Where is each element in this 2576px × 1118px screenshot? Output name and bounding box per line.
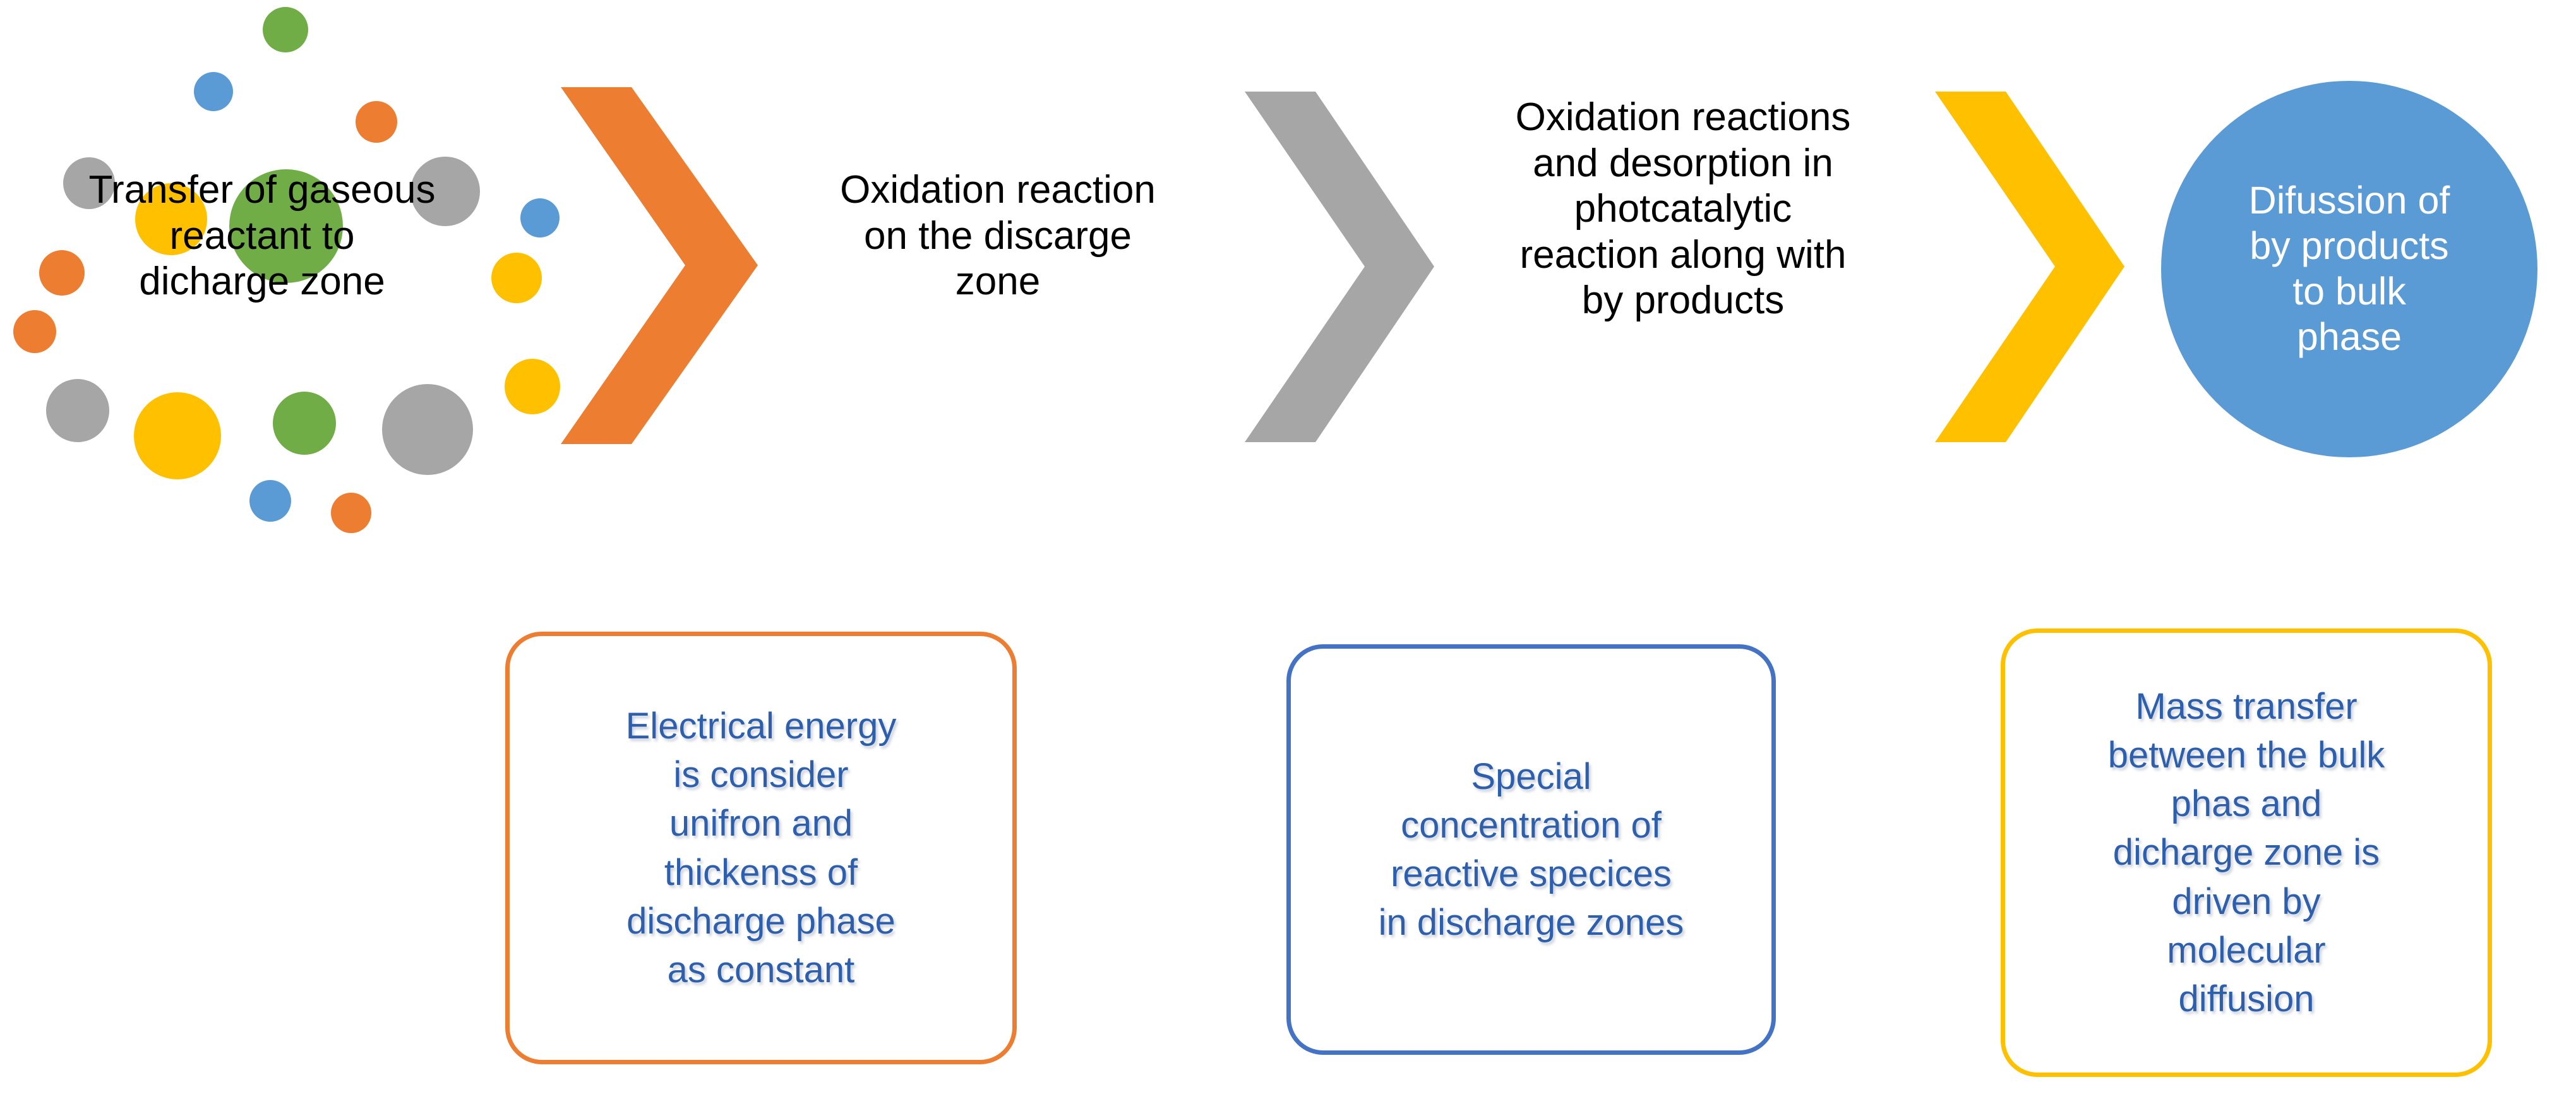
step-3-line-3: photcatalytic [1574,187,1792,231]
note-1-line-6: as constant [667,949,855,990]
note-3-line-7: diffusion [2178,978,2315,1019]
note-1-line-1: Electrical energy [625,706,897,747]
chevron-3-shape [1935,92,2124,442]
particle-dot [194,72,233,111]
step-2-line-3: zone [955,260,1041,304]
note-3-label: Mass transfer between the bulk phas and … [2094,682,2399,1023]
note-2-line-4: in discharge zones [1378,902,1684,944]
particle-dot [249,480,291,522]
step-4-circle: Difussion of by products to bulk phase [2161,81,2537,457]
note-box-2: Special concentration of reactive specic… [1286,644,1776,1055]
note-2-line-2: concentration of [1401,804,1662,846]
particle-dot [13,310,56,353]
chevron-1-shape [561,87,758,444]
chevron-2-shape [1245,92,1434,442]
particle-dot [39,250,85,296]
step-3-line-4: reaction along with [1519,232,1847,277]
step-1-line-1: Transfer of gaseous [88,168,436,212]
particle-dot [410,157,480,226]
step-3-line-1: Oxidation reactions [1515,95,1851,139]
note-2-line-3: reactive specices [1391,853,1672,894]
step-4-line-2: by products [2250,224,2449,268]
step-3-line-5: by products [1581,279,1785,323]
particle-dot [63,157,115,209]
step-2-label: Oxidation reaction on the discarge zone [758,167,1238,305]
note-1-label: Electrical energy is consider unifron an… [612,702,911,994]
note-1-line-2: is consider [673,754,849,796]
step-2-line-1: Oxidation reaction [840,168,1156,212]
step-1-line-2: reactant to [169,213,355,258]
step-1-line-3: dicharge zone [139,260,385,304]
step-3-label: Oxidation reactions and desorption in ph… [1434,95,1932,324]
note-3-line-5: driven by [2172,881,2321,922]
step-1-label: Transfer of gaseous reactant to dicharge… [0,167,524,305]
step-4-label: Difussion of by products to bulk phase [2232,178,2467,360]
particle-dot [135,183,207,255]
particle-dot [263,7,308,52]
step-2-line-2: on the discarge [864,213,1132,258]
step-4-line-3: to bulk [2292,270,2406,313]
note-box-1: Electrical energy is consider unifron an… [505,632,1017,1064]
step-3-line-2: and desorption in [1533,141,1833,185]
note-3-line-3: phas and [2171,783,2322,825]
chevron-2-arrow [1241,92,1437,442]
note-3-line-6: molecular [2167,929,2326,971]
step-4-line-4: phase [2296,315,2402,358]
note-3-line-1: Mass transfer [2135,686,2357,728]
particle-dot [331,493,371,533]
particle-dot [134,392,221,479]
note-1-line-4: thickenss of [664,851,858,893]
note-1-line-5: discharge phase [626,900,896,942]
note-2-line-1: Special [1471,755,1591,797]
particle-dot [382,384,473,475]
particle-dot [356,101,397,143]
particle-dot [273,392,336,455]
note-3-line-4: dicharge zone is [2112,832,2380,874]
particle-dot [505,359,560,414]
particle-dot [491,253,542,303]
particle-dot [520,198,560,237]
particle-cluster [0,0,568,537]
note-box-3: Mass transfer between the bulk phas and … [2001,628,2492,1077]
step-4-line-1: Difussion of [2248,179,2450,222]
chevron-1-arrow [556,87,761,444]
particle-dot [229,169,343,283]
particle-dot [46,379,109,442]
note-2-label: Special concentration of reactive specic… [1365,752,1698,947]
note-1-line-3: unifron and [669,803,853,845]
note-3-line-2: between the bulk [2107,735,2385,776]
chevron-3-arrow [1931,92,2127,442]
